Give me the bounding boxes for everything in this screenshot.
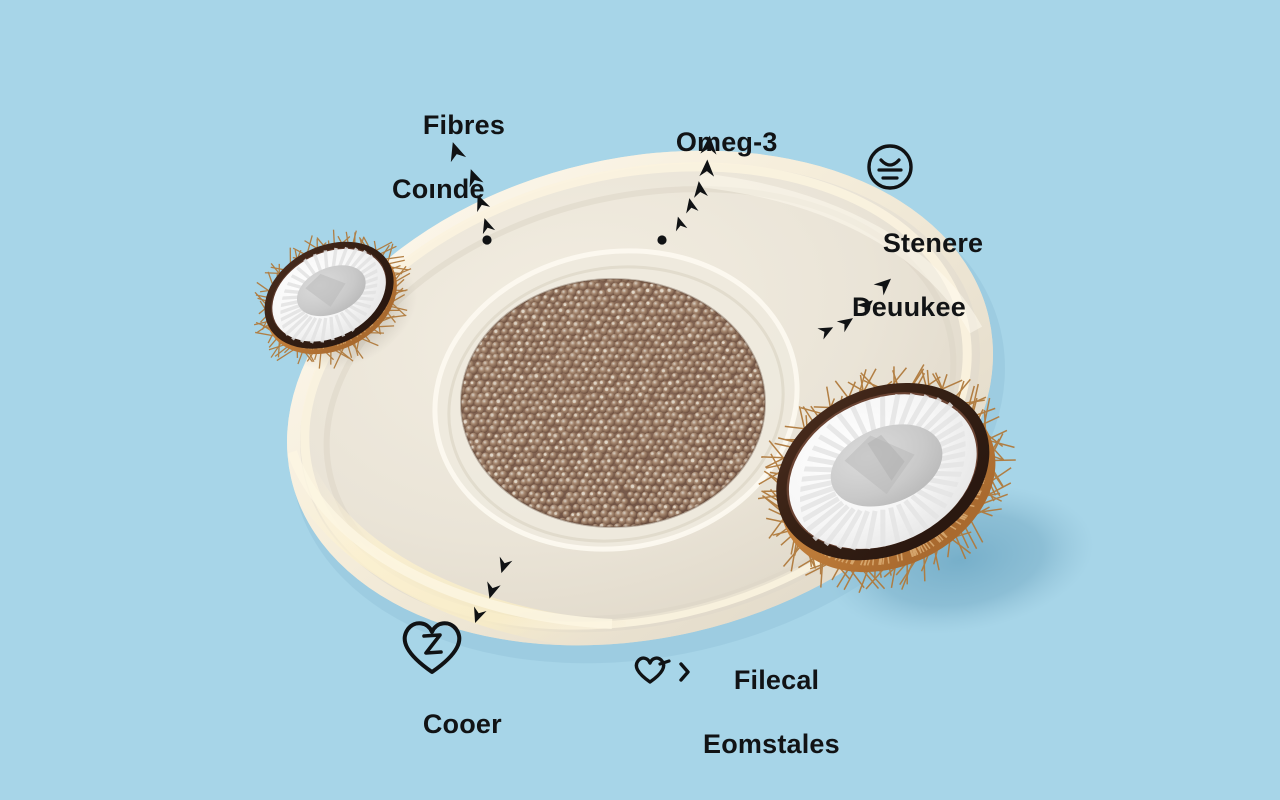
label-stenere-line1: Stenere bbox=[883, 228, 983, 258]
label-filecal-line1: Filecal bbox=[734, 665, 819, 695]
label-filecal-line2: Eomstales bbox=[703, 729, 840, 761]
label-filecal: Filecal Eomstales bbox=[703, 633, 840, 800]
label-cooer-line1: Cooer bbox=[423, 709, 502, 739]
label-omega3: Omeg-3 bbox=[645, 95, 778, 191]
label-cooer: Cooer bbox=[392, 677, 502, 773]
label-stenere: Stenere Deuukee bbox=[852, 196, 983, 387]
label-stenere-line2: Deuukee bbox=[852, 292, 983, 324]
label-omega3-line1: Omeg-3 bbox=[676, 127, 778, 157]
label-fibres-line2: Coınde bbox=[392, 174, 505, 206]
label-fibres-line1: Fibres bbox=[423, 110, 505, 140]
label-fibres: Fibres Coınde bbox=[392, 78, 505, 269]
